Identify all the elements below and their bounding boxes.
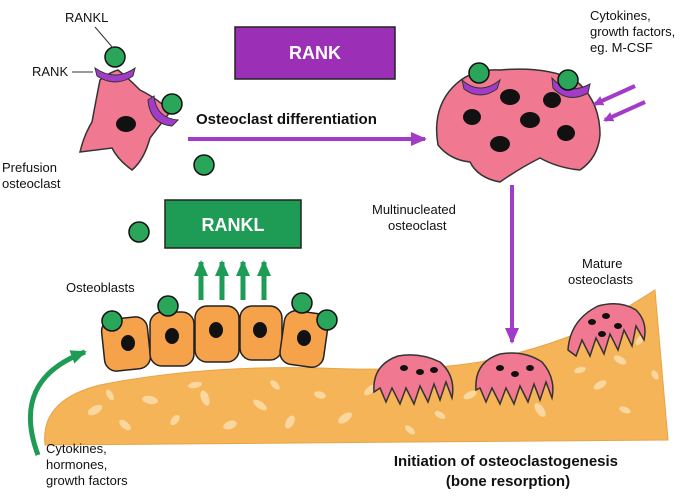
rank-box <box>234 26 396 80</box>
cytokines-top-label: Cytokines, growth factors, eg. M-CSF <box>590 8 679 55</box>
upregulation-arrows <box>194 260 271 300</box>
rankl-ligand-icon <box>104 46 126 68</box>
rankl-ligand-icon <box>128 221 150 243</box>
mature-osteoclast-cell <box>475 352 554 406</box>
rankl-box <box>164 199 302 249</box>
rankl-ligand-icon <box>161 93 183 115</box>
osteoclast-differentiation-label: Osteoclast differentiation <box>196 111 377 128</box>
rank-top-label: RANK <box>32 64 68 79</box>
rank-receptor-icon <box>461 78 502 96</box>
cytokines-bottom-label: Cytokines, hormones, growth factors <box>46 441 128 488</box>
rankl-ligand-icon <box>557 69 579 91</box>
initiation-label: Initiation of osteoclastogenesis (bone r… <box>394 453 622 490</box>
rankl-box-label: RANKL <box>202 215 265 235</box>
curved-arrow-icon <box>28 349 87 456</box>
rank-receptor-icon <box>147 95 180 127</box>
rankl-top-label: RANKL <box>65 10 108 25</box>
mature-osteoclast-cell <box>567 303 646 358</box>
cytokine-arrow-icon <box>603 100 646 122</box>
rankl-ligand-icon <box>193 154 215 176</box>
nucleus <box>116 116 136 132</box>
cytokine-arrow-icon <box>593 84 636 106</box>
osteoblasts-label: Osteoblasts <box>66 280 135 295</box>
mature-osteoclast-cell <box>373 354 454 406</box>
rankl-ligand-icon <box>101 292 338 332</box>
rank-receptor-icon <box>94 66 136 83</box>
bone-specks <box>87 335 659 435</box>
rankl-ligand-icon <box>468 62 490 84</box>
bone-surface <box>44 289 669 446</box>
pointer-line <box>94 26 114 49</box>
nuclei <box>463 89 575 152</box>
prefusion-label: Prefusion osteoclast <box>2 160 61 191</box>
osteoblast-cells <box>100 305 329 372</box>
mature-label: Mature osteoclasts <box>568 256 634 287</box>
multinucleated-label: Multinucleated osteoclast <box>372 202 459 233</box>
rank-box-label: RANK <box>289 43 341 63</box>
